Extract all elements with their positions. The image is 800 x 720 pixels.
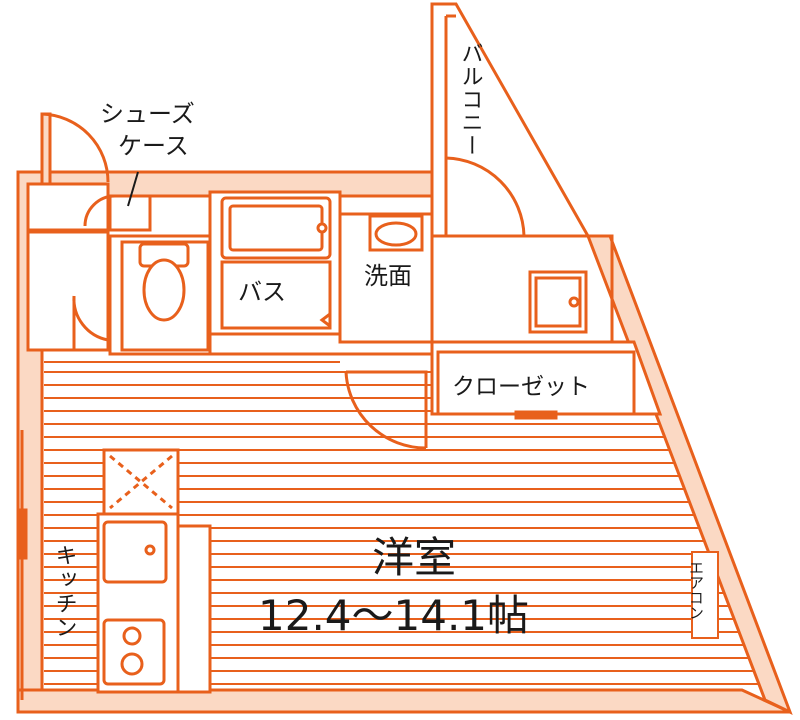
closet-label: クローゼット [452, 374, 590, 400]
toilet-room [108, 234, 212, 356]
kitchen-sink [102, 520, 168, 584]
shoes-case [26, 182, 110, 232]
slanted-wall [585, 234, 793, 715]
stove [102, 618, 166, 686]
air-conditioner [691, 551, 719, 639]
balcony-door [445, 156, 526, 237]
main-door [110, 352, 432, 450]
kitchen-wall-left [16, 430, 28, 700]
kitchen-unit [96, 448, 212, 694]
shoes-case-pointer [127, 171, 139, 207]
fridge-space [102, 448, 180, 516]
balcony-label: バルコニー [458, 42, 483, 157]
shoes-case-label-1: シューズ [100, 100, 195, 128]
bath-label: バス [238, 278, 286, 306]
bathtub [220, 196, 332, 260]
washer-space [430, 234, 614, 344]
balcony [430, 2, 591, 238]
toilet-bowl [142, 258, 186, 322]
entrance-door [41, 112, 110, 183]
room-size-label: 12.4〜14.1帖 [258, 591, 529, 640]
washroom-label: 洗面 [364, 262, 412, 290]
aircon-label: エアコン [687, 560, 705, 620]
bath-room [208, 190, 342, 336]
kitchen-label: キッチン [52, 544, 77, 640]
western-room-label: 洋室 [372, 533, 456, 582]
shoes-case-label-2: ケース [118, 132, 189, 160]
closet [430, 340, 663, 420]
